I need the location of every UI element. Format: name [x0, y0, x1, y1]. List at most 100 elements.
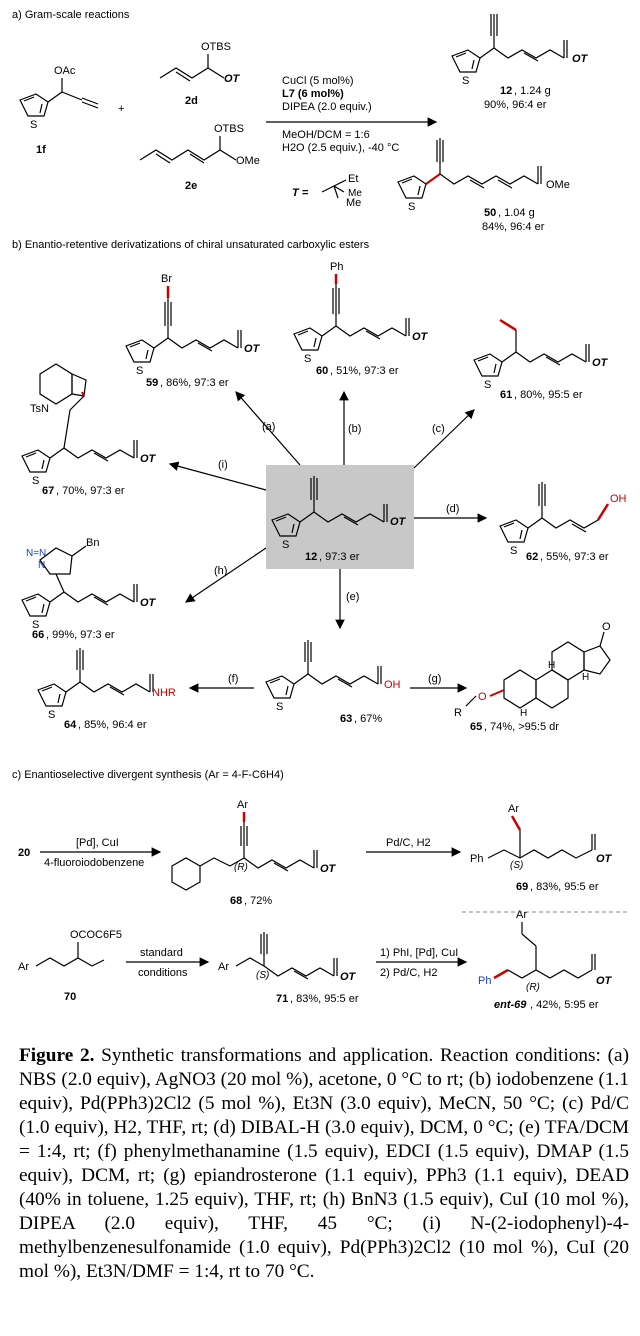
- arrow-h-label: (h): [214, 565, 227, 577]
- cond-a-1: CuCl (5 mol%): [282, 75, 354, 87]
- p64-label: 64: [64, 719, 77, 731]
- p65-label: 65: [470, 721, 482, 733]
- center-label: 12: [305, 551, 317, 563]
- p71-text: , 83%, 95:5 er: [290, 993, 359, 1005]
- p66-label: 66: [32, 629, 44, 641]
- p61-label: 61: [500, 389, 512, 401]
- arrow-a: [235, 391, 301, 466]
- cond-c3-top: standard: [140, 947, 183, 959]
- p69-s: (S): [510, 860, 523, 871]
- product-59: Br OT 59 , 86%, 97:3 er: [125, 273, 261, 389]
- arrow-b-label: (b): [348, 423, 361, 435]
- p67-text: , 70%, 97:3 er: [56, 485, 125, 497]
- p71-ot: OT: [340, 971, 357, 983]
- product-62: OH 62 , 55%, 97:3 er: [499, 482, 627, 563]
- p67-label: 67: [42, 485, 54, 497]
- p67-ot: OT: [140, 453, 157, 465]
- p66-text: , 99%, 97:3 er: [46, 629, 115, 641]
- plus-sign: +: [118, 103, 124, 115]
- p61-text: , 80%, 95:5 er: [514, 389, 583, 401]
- c70-label: 70: [64, 991, 76, 1003]
- label-2d-ot: OT: [224, 73, 241, 85]
- product-ent-69: Ph Ar (R) OT ent-69 , 42%, 5:95 er: [478, 909, 613, 1011]
- product-67: TsN OT 67 , 70%, 97:3 er: [21, 363, 157, 497]
- t-label: T =: [292, 187, 309, 199]
- p61-ot: OT: [592, 357, 609, 369]
- pent69-ar: Ar: [516, 909, 527, 921]
- cond-c4-1: 1) PhI, [Pd], CuI: [380, 947, 458, 959]
- pent69-ph: Ph: [478, 975, 491, 987]
- t-et: Et: [348, 173, 358, 185]
- p71-s: (S): [256, 970, 269, 981]
- p12-label: 12: [500, 85, 512, 97]
- arrow-c-label: (c): [432, 423, 445, 435]
- cond-a-2: L7 (6 mol%): [282, 88, 344, 100]
- p62-oh: OH: [610, 493, 627, 505]
- label-2d: 2d: [185, 95, 198, 107]
- p64-text: , 85%, 96:4 er: [78, 719, 147, 731]
- compound-20: 20: [18, 847, 30, 859]
- p69-ph: Ph: [470, 853, 483, 865]
- p65-r: R: [454, 707, 462, 719]
- product-61: OT 61 , 80%, 95:5 er: [473, 318, 609, 401]
- product-63: OH 63 , 67%: [265, 640, 401, 725]
- p66-bn: Bn: [86, 537, 99, 549]
- p64-nhr: NHR: [152, 687, 176, 699]
- pent69-ot: OT: [596, 975, 613, 987]
- substrate-1f: OAc 1f: [19, 65, 99, 156]
- product-71: Ar (S) OT 71 , 83%, 95:5 er: [218, 932, 359, 1005]
- p68-label: 68: [230, 895, 242, 907]
- t-me: Me: [346, 197, 361, 209]
- p12-yield: , 1.24 g: [514, 85, 551, 97]
- c70-group: OCOC6F5: [70, 929, 122, 941]
- p62-text: , 55%, 97:3 er: [540, 551, 609, 563]
- cond-c3-bottom: conditions: [138, 967, 188, 979]
- p69-label: 69: [516, 881, 528, 893]
- p63-label: 63: [340, 713, 352, 725]
- p12-er: 90%, 96:4 er: [484, 99, 547, 111]
- p60-ph: Ph: [330, 261, 343, 273]
- p62-label: 62: [526, 551, 538, 563]
- product-64: NHR 64 , 85%, 96:4 er: [37, 648, 176, 731]
- p59-label: 59: [146, 377, 158, 389]
- p50-label: 50: [484, 207, 496, 219]
- arrow-h: [185, 547, 267, 603]
- label-2d-otbs: OTBS: [201, 41, 231, 53]
- p12-ot: OT: [572, 53, 589, 65]
- pent69-r: (R): [526, 982, 540, 993]
- product-68: Ar (R) OT 68 , 72%: [171, 799, 337, 907]
- p50-er: 84%, 96:4 er: [482, 221, 545, 233]
- arrow-d-label: (d): [446, 503, 459, 515]
- p67-tsn: TsN: [30, 403, 49, 415]
- section-c-title: c) Enantioselective divergent synthesis …: [12, 769, 284, 781]
- p59-br: Br: [161, 273, 172, 285]
- label-oac: OAc: [54, 65, 76, 77]
- p71-ar: Ar: [218, 961, 229, 973]
- product-69: Ph Ar (S) OT 69 , 83%, 95:5 er: [470, 803, 613, 893]
- figure-caption: Figure 2. Synthetic transformations and …: [19, 1044, 629, 1284]
- p68-text: , 72%: [244, 895, 272, 907]
- label-2e-otbs: OTBS: [214, 123, 244, 135]
- label-2e-ome: OMe: [236, 155, 260, 167]
- p68-r: (R): [234, 862, 248, 873]
- p63-text: , 67%: [354, 713, 382, 725]
- pent69-text: , 42%, 5:95 er: [530, 999, 599, 1011]
- compound-70: Ar OCOC6F5 70: [18, 929, 122, 1003]
- arrow-f-label: (f): [228, 673, 238, 685]
- cond-a-3: DIPEA (2.0 equiv.): [282, 101, 372, 113]
- center-highlight-box: [266, 465, 414, 569]
- p65-text: , 74%, >95:5 dr: [484, 721, 559, 733]
- p50-yield: , 1.04 g: [498, 207, 535, 219]
- caption-title: Figure 2.: [19, 1045, 95, 1066]
- center-compound-12: OT 12 , 97:3 er: [271, 476, 407, 563]
- arrow-a-label: (a): [262, 421, 275, 433]
- section-b-title: b) Enantio-retentive derivatizations of …: [12, 239, 370, 251]
- p68-ot: OT: [320, 863, 337, 875]
- p66-n1: N: [38, 560, 45, 571]
- p65-o: O: [478, 691, 487, 703]
- reaction-scheme: S a) Gram-scale reactions OAc 1f + OTBS …: [12, 9, 628, 1011]
- cond-a-5: H2O (2.5 equiv.), -40 °C: [282, 142, 399, 154]
- cond-a-4: MeOH/DCM = 1:6: [282, 129, 370, 141]
- center-er: , 97:3 er: [319, 551, 360, 563]
- p63-oh: OH: [384, 679, 401, 691]
